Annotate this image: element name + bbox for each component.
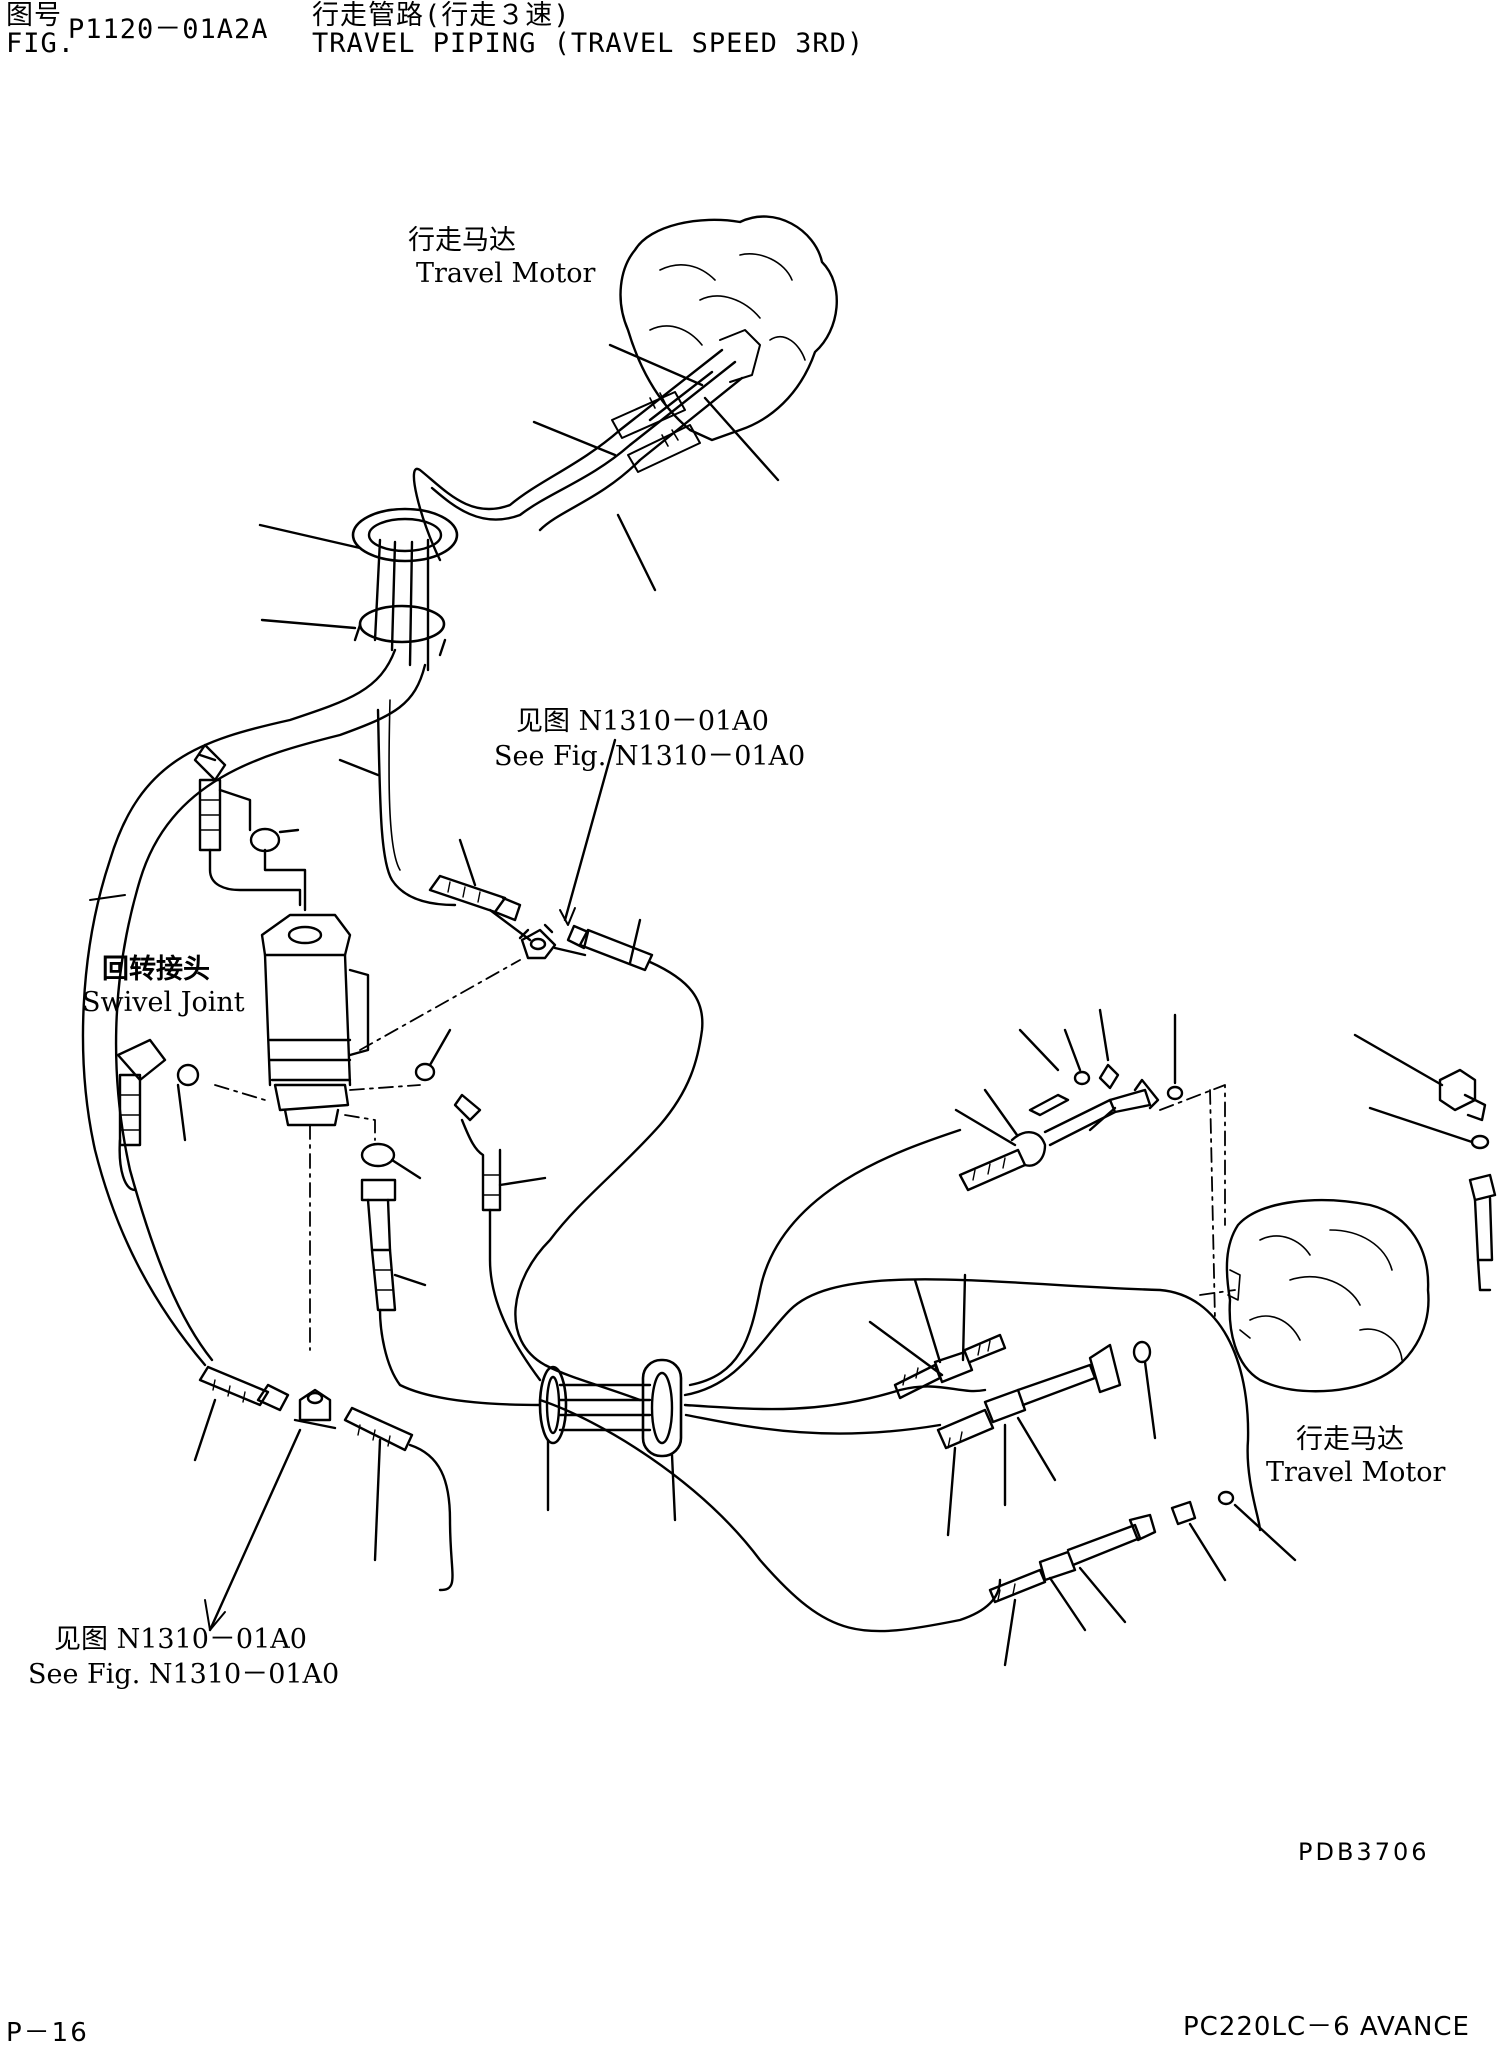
fig-en-label: FIG. [6, 28, 76, 59]
swivel-left-fittings [116, 743, 307, 1192]
travel-motor-top-en: Travel Motor [416, 258, 596, 289]
lower-left-fittings [193, 1365, 454, 1632]
drawing-code: PDB3706 [1298, 1838, 1430, 1866]
right-upper-fittings [954, 1008, 1184, 1192]
far-right-parts [1353, 1033, 1497, 1292]
callout-leaders-top [532, 343, 780, 592]
travel-motor-top-body [619, 215, 838, 442]
page-number: P－16 [6, 2018, 89, 2048]
lower-middle-fittings [360, 1028, 547, 1407]
see-fig-top-cn: 见图 N1310－01A0 [516, 706, 769, 737]
travel-motor-top-cn: 行走马达 [408, 225, 516, 256]
title-en: TRAVEL PIPING (TRAVEL SPEED 3RD) [312, 28, 865, 59]
see-fig-bottom-cn: 见图 N1310－01A0 [54, 1624, 307, 1655]
fig-number: P1120－01A2A [68, 14, 269, 45]
tee-fitting-upper [488, 738, 617, 960]
grommet-clamps [258, 507, 459, 672]
travel-motor-right-body [1225, 1198, 1430, 1393]
title-cn: 行走管路(行走３速) [312, 0, 571, 31]
swivel-joint-en: Swivel Joint [82, 987, 245, 1018]
upper-hose-bundle [412, 348, 744, 562]
fig-cn-label: 图号 [6, 0, 62, 31]
see-fig-bottom-en: See Fig. N1310－01A0 [28, 1659, 340, 1690]
right-side-hoses [538, 1128, 1262, 1633]
swivel-joint-body [260, 913, 370, 1127]
right-middle-fittings [868, 1273, 1157, 1537]
left-long-hose [81, 648, 457, 1367]
see-fig-top-en: See Fig. N1310－01A0 [494, 741, 806, 772]
right-lower-fittings [988, 1490, 1297, 1667]
travel-motor-right-en: Travel Motor [1266, 1457, 1446, 1488]
travel-motor-right-cn: 行走马达 [1296, 1424, 1404, 1455]
swivel-joint-cn: 回转接头 [102, 954, 210, 985]
model-name: PC220LC－6 AVANCE [1183, 2012, 1470, 2042]
lower-grommet-clamps [538, 1358, 683, 1522]
center-lines [214, 959, 1236, 1351]
